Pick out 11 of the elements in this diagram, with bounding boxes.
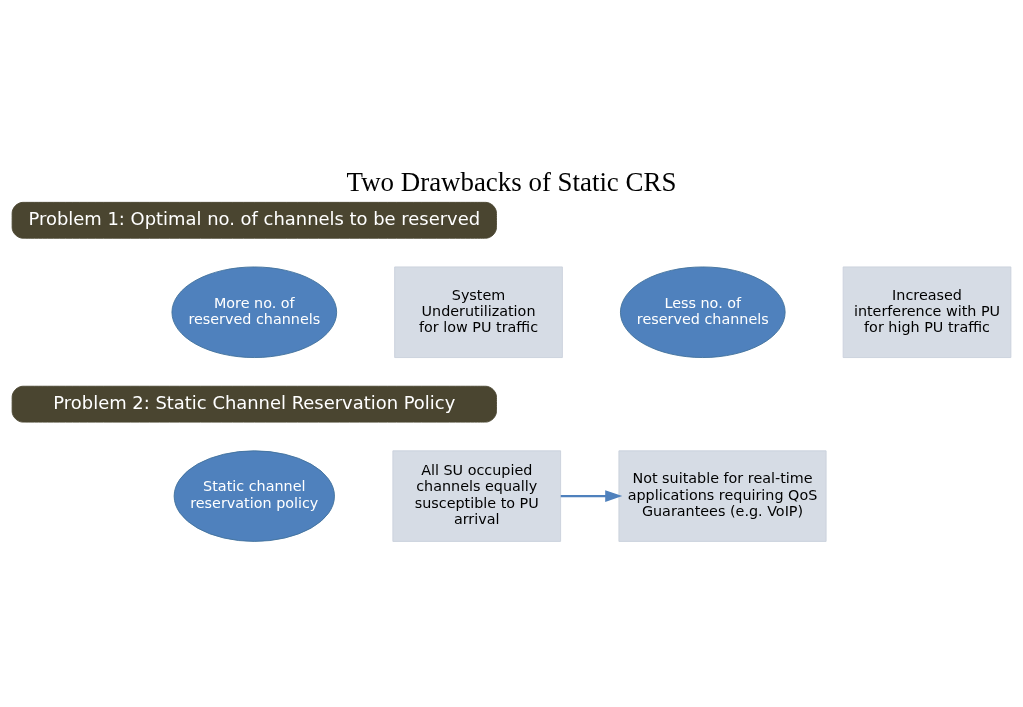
node-box: Not suitable for real-time applications requiring QoS Guarantees (e.g. VoIP) [618,450,827,542]
node-box: Problem 1: Optimal no. of channels to be reserved [11,201,497,239]
node-ellipse: More no. of reserved channels [171,266,338,358]
diagram-title: Two Drawbacks of Static CRS [346,166,677,197]
node-ellipse: Static channel reservation policy [173,450,335,542]
node-box: System Underutilization for low PU traffic [394,266,563,358]
node-ellipse: Less no. of reserved channels [619,266,786,358]
node-box: All SU occupied channels equally susceptible to PU arrival [392,450,562,542]
node-box: Increased interference with PU for high PU traffic [842,266,1012,358]
node-box: Problem 2: Static Channel Reservation Policy [11,385,497,423]
arrow [560,490,623,503]
